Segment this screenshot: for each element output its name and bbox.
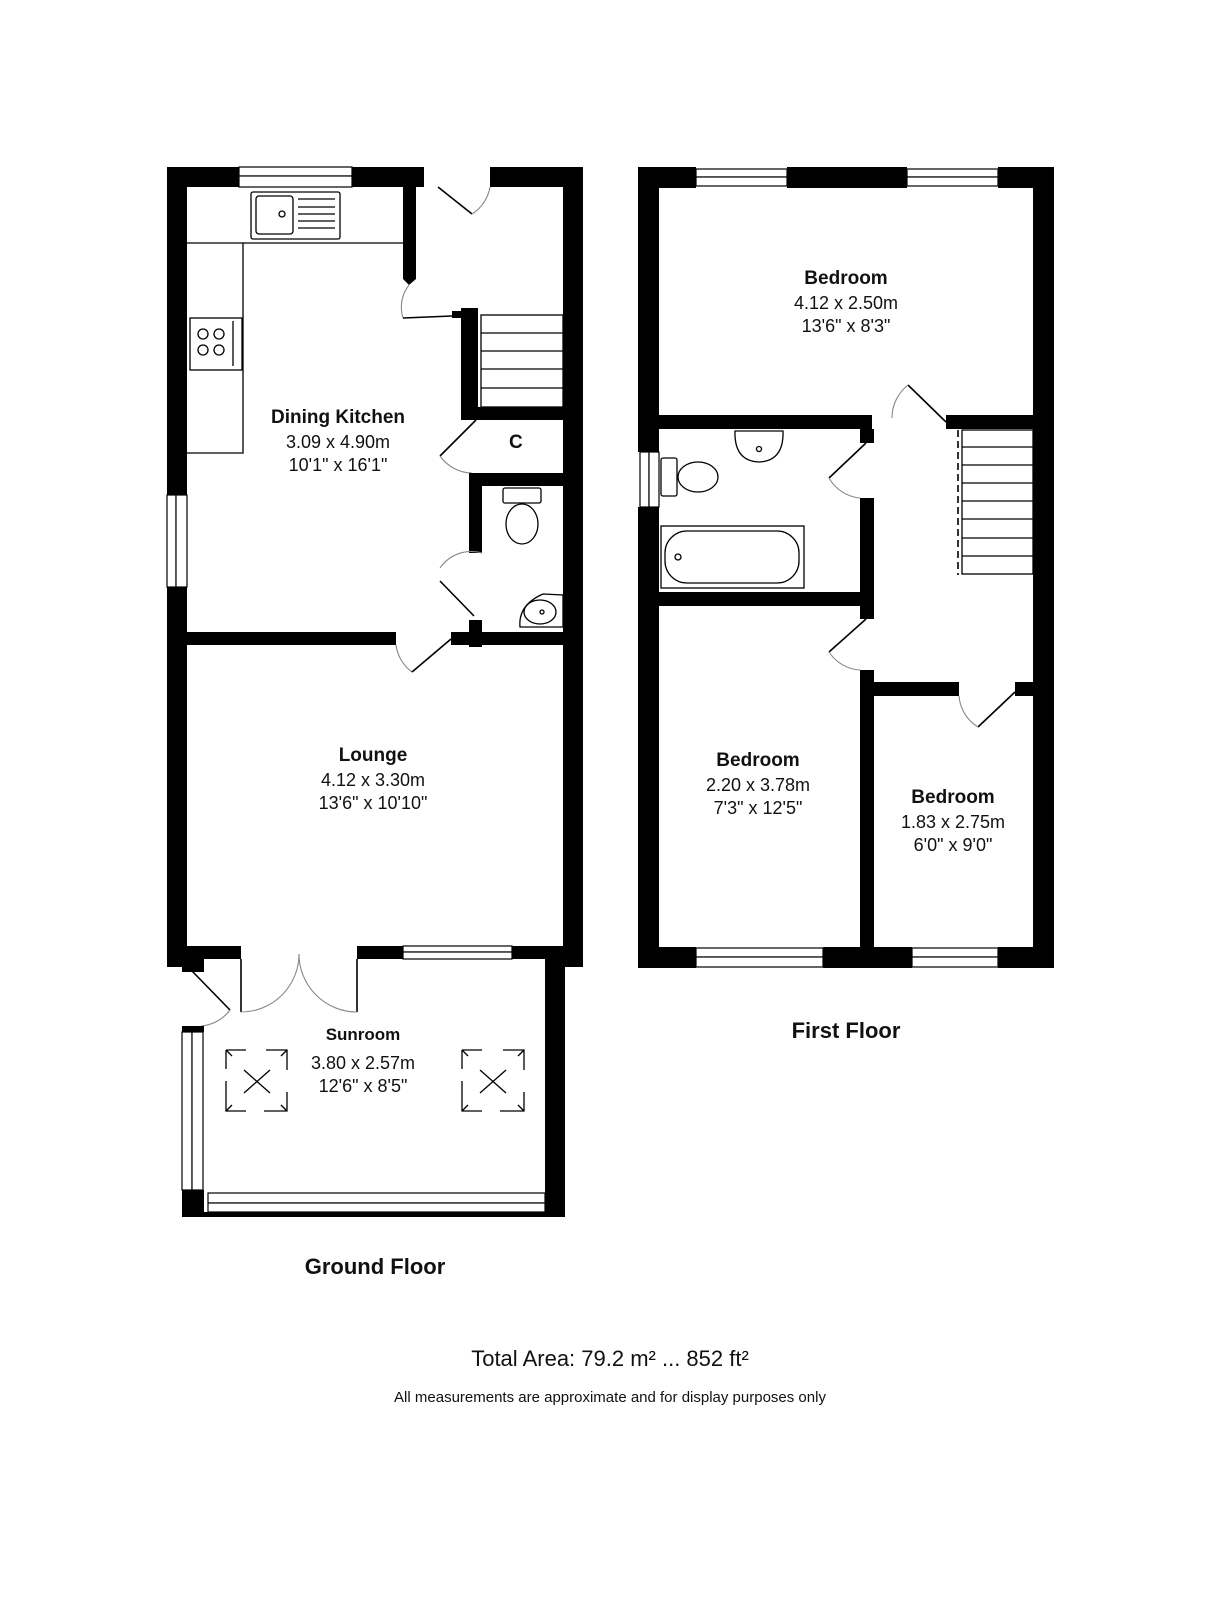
room-label-sunroom: Sunroom 3.80 x 2.57m 12'6" x 8'5" <box>311 1024 415 1099</box>
first-floor-plan <box>638 167 1054 968</box>
room-imperial: 13'6" x 8'3" <box>801 316 891 337</box>
room-name: Sunroom <box>325 1025 401 1044</box>
disclaimer: All measurements are approximate and for… <box>394 1389 826 1406</box>
first-floor-title: First Floor <box>791 1018 901 1043</box>
bath-icon <box>660 525 805 589</box>
window <box>695 168 788 187</box>
room-label-dining-kitchen: Dining Kitchen 3.09 x 4.90m 10'1" x 16'1… <box>271 406 405 477</box>
room-name: Bedroom <box>804 268 888 289</box>
window <box>695 947 824 968</box>
toilet-icon <box>502 487 542 545</box>
room-metric: 2.20 x 3.78m <box>705 774 811 795</box>
cupboard-label: C <box>509 432 523 453</box>
window <box>911 947 999 968</box>
room-metric: 3.09 x 4.90m <box>285 431 391 452</box>
window <box>402 945 513 960</box>
room-name: Bedroom <box>716 750 800 771</box>
total-area: Total Area: 79.2 m² ... 852 ft² <box>471 1346 749 1371</box>
staircase <box>480 314 564 408</box>
window <box>207 1192 546 1213</box>
room-metric: 4.12 x 3.30m <box>320 769 426 790</box>
room-name: Bedroom <box>911 787 995 808</box>
room-name: Lounge <box>338 745 408 766</box>
room-label-bedroom-3: Bedroom 1.83 x 2.75m 6'0" x 9'0" <box>901 786 1005 857</box>
toilet-icon <box>660 457 719 497</box>
room-imperial: 13'6" x 10'10" <box>318 793 428 814</box>
room-metric: 1.83 x 2.75m <box>900 811 1006 832</box>
skylight-icon <box>225 1049 288 1112</box>
room-label-bedroom-1: Bedroom 4.12 x 2.50m 13'6" x 8'3" <box>794 267 898 338</box>
room-metric: 3.80 x 2.57m <box>310 1053 416 1074</box>
hob-icon <box>189 317 243 371</box>
basin-icon <box>519 593 564 628</box>
room-imperial: 6'0" x 9'0" <box>913 835 993 856</box>
room-imperial: 10'1" x 16'1" <box>288 455 388 476</box>
room-label-lounge: Lounge 4.12 x 3.30m 13'6" x 10'10" <box>319 744 428 815</box>
room-metric: 4.12 x 2.50m <box>793 292 899 313</box>
window <box>906 168 999 187</box>
room-imperial: 12'6" x 8'5" <box>318 1076 408 1097</box>
room-imperial: 7'3" x 12'5" <box>713 798 803 819</box>
window <box>238 166 353 188</box>
ground-floor-title: Ground Floor <box>304 1254 446 1279</box>
ground-floor-plan <box>166 166 583 1217</box>
window <box>166 494 188 588</box>
room-name: Dining Kitchen <box>270 407 406 428</box>
window <box>181 1031 204 1191</box>
window <box>639 451 660 508</box>
staircase <box>957 429 1034 575</box>
basin-icon <box>734 430 784 463</box>
skylight-icon <box>461 1049 525 1112</box>
room-label-bedroom-2: Bedroom 2.20 x 3.78m 7'3" x 12'5" <box>706 749 810 820</box>
sink-icon <box>250 191 341 240</box>
